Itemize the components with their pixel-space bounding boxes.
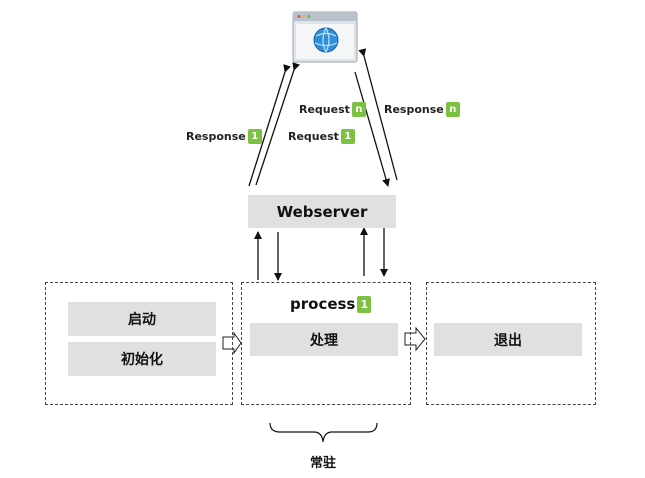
handle-label: 处理 xyxy=(310,332,338,349)
init-box: 初始化 xyxy=(68,342,216,376)
startup-group xyxy=(45,282,233,405)
response-1-label: Response 1 xyxy=(186,129,262,144)
webserver-label: Webserver xyxy=(276,202,368,221)
request-n-badge: n xyxy=(351,102,366,117)
exit-group xyxy=(426,282,596,405)
handle-box: 处理 xyxy=(250,323,398,356)
response-n-label: Response n xyxy=(384,102,460,117)
response-n-text: Response xyxy=(384,103,444,116)
response-n-arrow xyxy=(358,48,398,181)
exit-box: 退出 xyxy=(434,323,582,356)
resident-brace xyxy=(269,422,378,443)
resident-label: 常驻 xyxy=(310,456,337,471)
response-1-arrow xyxy=(255,62,300,186)
request-n-label: Request n xyxy=(299,102,366,117)
start-box: 启动 xyxy=(68,302,216,336)
response-n-badge: n xyxy=(445,102,460,117)
process-group xyxy=(241,282,411,405)
request-n-text: Request xyxy=(299,103,350,116)
browser-globe-icon xyxy=(292,11,358,63)
request-1-text: Request xyxy=(288,130,339,143)
exit-label: 退出 xyxy=(494,332,522,349)
init-label: 初始化 xyxy=(121,352,163,368)
request-1-badge: 1 xyxy=(340,129,355,144)
request-1-label: Request 1 xyxy=(288,129,355,144)
webserver-box: Webserver xyxy=(248,195,396,228)
process-badge: 1 xyxy=(357,295,372,313)
request-n-arrow xyxy=(354,71,390,187)
process-title: process 1 xyxy=(290,295,372,313)
response-1-text: Response xyxy=(186,130,246,143)
start-label: 启动 xyxy=(128,312,156,328)
request-1-arrow xyxy=(248,64,291,187)
process-title-text: process xyxy=(290,295,356,313)
response-1-badge: 1 xyxy=(247,129,262,144)
